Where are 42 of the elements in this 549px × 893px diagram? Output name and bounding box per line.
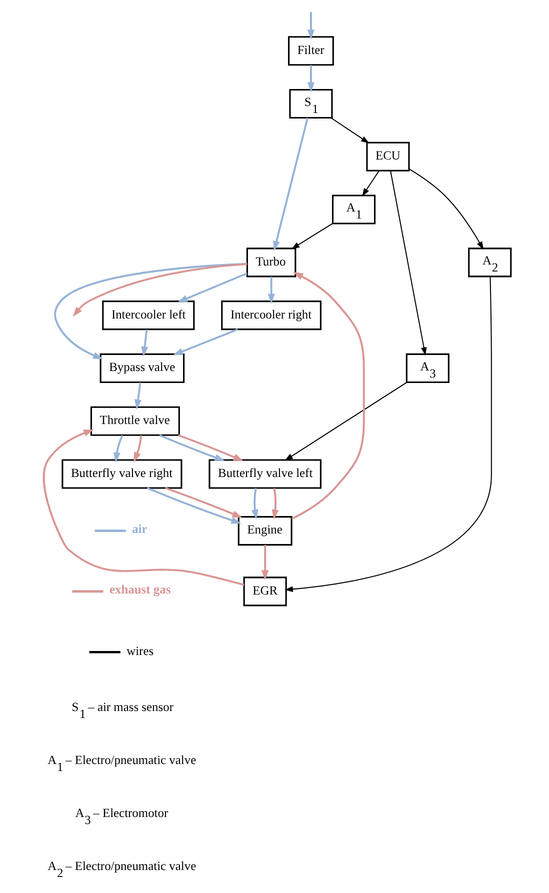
arrow [306,65,314,92]
arrow [390,170,426,356]
arrow [134,382,142,410]
arrow [164,487,242,518]
arrow [284,276,492,592]
arrow [330,117,369,144]
arrow [54,262,247,360]
arrow [177,434,243,462]
arrow [267,276,274,304]
node-box: Throttle valve [90,406,180,436]
arrow [158,434,224,461]
arrow [361,170,379,196]
arrow [290,272,364,520]
arrow [250,488,258,520]
arrow [290,222,332,250]
arrow [72,263,247,317]
arrow [172,328,238,356]
node-box: Butterfly valve left [208,459,321,489]
arrow [271,488,278,520]
arrow [306,12,314,40]
arrow [272,118,308,252]
legend-label: air [132,522,147,536]
node-box: ECU [366,142,410,172]
node-box: EGR [242,576,286,606]
arrow [112,434,123,463]
legend-label: exhaust gas [109,582,170,597]
arrow [42,429,244,586]
arrow [146,487,241,524]
legend-label: wires [126,644,154,658]
node-box: Intercooler right [220,300,321,330]
arrow [133,435,142,462]
node-box: Filter [288,36,334,66]
arrow [284,382,406,461]
node-box: Turbo [246,248,296,278]
node-box: Intercooler left [102,300,194,330]
arrow [261,544,268,580]
arrow [408,168,484,250]
node-box: Butterfly valve right [61,459,182,489]
arrow [140,329,148,357]
node-box: Engine [237,516,292,546]
arrow [176,272,247,302]
node-box: Bypass valve [99,353,184,383]
